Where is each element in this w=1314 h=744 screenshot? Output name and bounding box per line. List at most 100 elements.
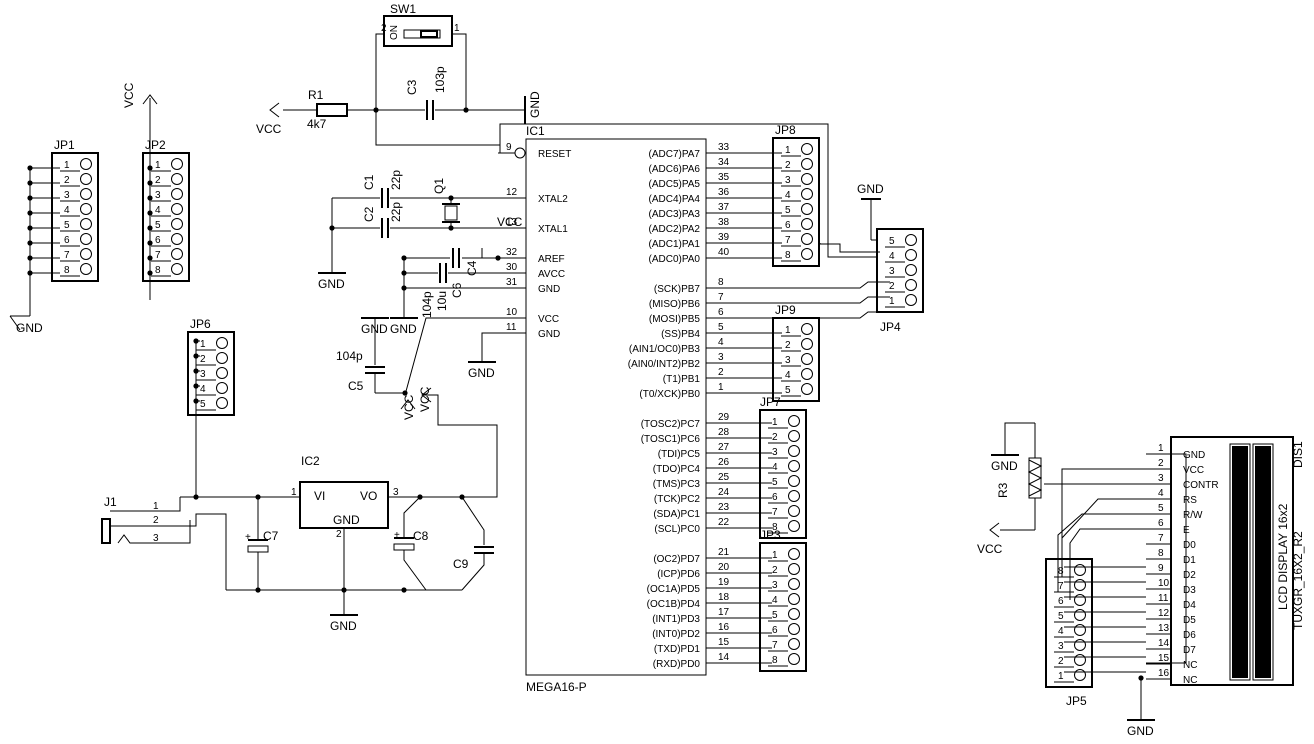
gnd-label: GND (330, 619, 357, 633)
j1-ref: J1 (104, 495, 117, 509)
pin-number: 30 (506, 262, 518, 273)
pin-name: D5 (1183, 615, 1196, 626)
pin-number: 5 (772, 610, 778, 621)
pin-number: 1 (291, 487, 297, 498)
c6-value: 10u (435, 291, 449, 311)
pin-circle (801, 233, 813, 245)
pin-number: 5 (785, 205, 791, 216)
r3-ref: R3 (996, 482, 1010, 498)
jp4-ref: JP4 (880, 320, 901, 334)
jp5-ref: JP5 (1066, 694, 1087, 708)
c4-ref: C4 (465, 260, 479, 276)
pin-number: 14 (718, 652, 730, 663)
pin-number: 19 (718, 577, 730, 588)
lcd-screen-fill (1232, 446, 1248, 678)
pin-number: 7 (1158, 533, 1164, 544)
pin-circle (801, 368, 813, 380)
pin-number: 8 (1058, 566, 1064, 577)
j1-jack (101, 518, 111, 544)
pin-number: 7 (155, 250, 161, 261)
vcc-arrow-icon (421, 387, 432, 403)
wire (1004, 422, 1035, 455)
wire (117, 520, 191, 544)
c6-ref: C6 (450, 282, 464, 298)
lcd-screen-fill (1255, 446, 1271, 678)
pin-name: (INT0)PD2 (652, 629, 700, 640)
c4-value: 104p (420, 291, 434, 318)
junction-dot (329, 225, 335, 231)
pin-name: (T0/XCK)PB0 (639, 389, 700, 400)
pin-number: 5 (772, 477, 778, 488)
pin-number: 2 (718, 367, 724, 378)
pin-circle (801, 218, 813, 230)
pin-number: 11 (506, 322, 517, 333)
pin-circle (788, 475, 800, 487)
pin-number: 1 (200, 339, 206, 350)
pin-number: 4 (772, 462, 778, 473)
pin-number: 4 (785, 370, 791, 381)
pin-circle (171, 218, 183, 230)
pin-number: 8 (718, 277, 724, 288)
gnd-label: GND (390, 322, 417, 336)
pin-number: 1 (785, 325, 791, 336)
gnd-label: GND (16, 321, 43, 335)
vcc-label: VCC (402, 394, 416, 420)
pin-circle (905, 279, 917, 291)
jp8-ref: JP8 (775, 123, 796, 137)
q1-ref: Q1 (432, 178, 446, 194)
pin-number: 3 (153, 533, 159, 544)
pin-number: 1 (785, 145, 791, 156)
pin-number: 1 (1058, 671, 1064, 682)
sw1-knob (420, 30, 438, 38)
pin-number: 2 (381, 23, 387, 34)
pin-number: 6 (155, 235, 161, 246)
pin-name: (ADC6)PA6 (649, 164, 701, 175)
pin-number: 2 (64, 175, 70, 186)
pin-name: GND (538, 329, 560, 340)
pin-name: (ADC0)PA0 (649, 254, 701, 265)
wire (461, 553, 485, 591)
wire (1057, 513, 1146, 592)
pin-name: (RXD)PD0 (653, 659, 701, 670)
pin-circle (171, 263, 183, 275)
pin-name: (T1)PB1 (663, 374, 701, 385)
pin-circle (801, 338, 813, 350)
pin-name: (TOSC1)PC6 (641, 434, 701, 445)
pin-name: NC (1183, 660, 1197, 671)
wire (819, 243, 880, 253)
wire (1069, 528, 1146, 600)
pin-number: 7 (772, 507, 778, 518)
pin-circle (788, 548, 800, 560)
pin-number: 7 (772, 640, 778, 651)
ic1-ref: IC1 (526, 124, 545, 138)
gnd-label: GND (857, 182, 884, 196)
junction-dot (402, 390, 408, 396)
junction-dot (27, 195, 33, 201)
pin-number: 5 (200, 399, 206, 410)
pin-circle (171, 233, 183, 245)
wire (422, 394, 498, 498)
pin-number: 1 (1158, 443, 1164, 454)
pin-number: 16 (718, 622, 730, 633)
pin-number: 5 (64, 220, 70, 231)
pin-name: (SDA)PC1 (653, 509, 700, 520)
pin-name: D0 (1183, 540, 1196, 551)
pin-name: (SCK)PB7 (654, 284, 701, 295)
pin-number: 2 (155, 175, 161, 186)
pin-number: 3 (772, 580, 778, 591)
pin-number: 6 (772, 625, 778, 636)
pin-circle (788, 505, 800, 517)
jp7-outline (759, 409, 807, 539)
pin-circle (216, 337, 228, 349)
pin-number: 8 (785, 250, 791, 261)
pin-number: 5 (1158, 503, 1164, 514)
pin-number: 3 (785, 355, 791, 366)
pin-number: 6 (1058, 596, 1064, 607)
wire (481, 332, 498, 362)
junction-dot (147, 195, 153, 201)
pin-number: 26 (718, 457, 730, 468)
reset-inversion-circle (514, 147, 526, 159)
pin-name: (SS)PB4 (661, 329, 700, 340)
pin-circle (801, 248, 813, 260)
pin-number: 1 (889, 296, 895, 307)
